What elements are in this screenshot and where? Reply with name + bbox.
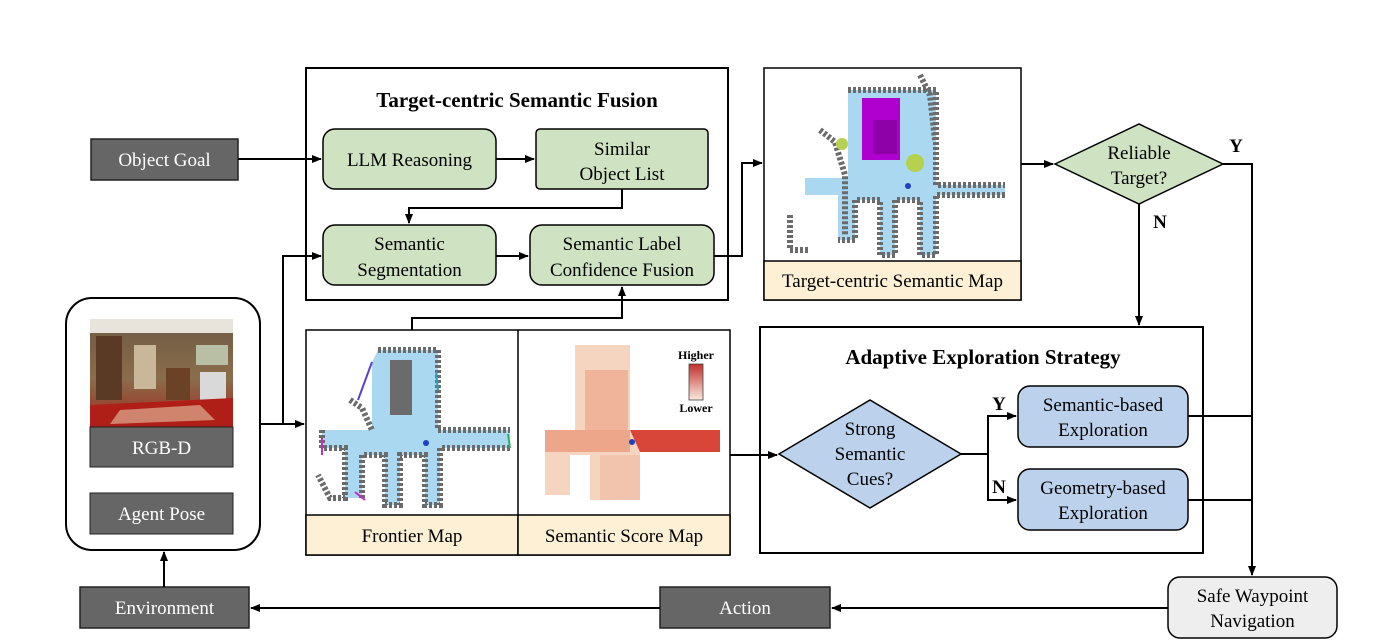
segmentation-label-2: Segmentation <box>357 260 462 281</box>
navigation-label-2: Navigation <box>1210 611 1295 632</box>
semantic-exploration-1: Semantic-based <box>1043 395 1164 416</box>
similar-label-2: Object List <box>580 164 666 185</box>
arrow-fusion-to-target-map <box>714 159 763 257</box>
agent-pose-label: Agent Pose <box>118 504 205 525</box>
confidence-label-1: Semantic Label <box>563 234 682 255</box>
confidence-label-2: Confidence Fusion <box>550 260 695 281</box>
geometry-exploration-2: Exploration <box>1058 503 1148 524</box>
target-map-image <box>787 73 1005 258</box>
arrow-decision-yes <box>1223 163 1256 576</box>
frontier-map-caption: Frontier Map <box>362 526 463 547</box>
semantic-exploration-2: Exploration <box>1058 420 1148 441</box>
environment-box: Environment <box>79 586 250 629</box>
geometry-exploration-box: Geometry-based Exploration <box>1017 468 1189 531</box>
strong-cues-decision: Strong Semantic Cues? <box>777 399 963 509</box>
sensor-panel: RGB-D Agent Pose <box>65 297 261 551</box>
similar-label-1: Similar <box>594 139 651 160</box>
geometry-exploration-1: Geometry-based <box>1040 478 1166 499</box>
reliable-yes-label: Y <box>1229 136 1243 157</box>
llm-reasoning-box: LLM Reasoning <box>322 128 497 190</box>
legend-higher: Higher <box>678 348 715 362</box>
legend-lower: Lower <box>679 401 713 415</box>
score-legend-bar <box>688 363 704 401</box>
connectors <box>160 155 1256 612</box>
reliable-no-label: N <box>1153 212 1167 233</box>
semantic-exploration-box: Semantic-based Exploration <box>1017 385 1189 448</box>
fusion-title: Target-centric Semantic Fusion <box>376 88 658 112</box>
target-centric-map-panel: Target-centric Semantic Map <box>763 67 1022 301</box>
strong-label-3: Cues? <box>847 469 893 490</box>
arrow-cues-no <box>987 454 1017 504</box>
reliable-target-decision: Reliable Target? <box>1053 123 1225 205</box>
score-map-caption: Semantic Score Map <box>545 526 703 547</box>
strong-label-1: Strong <box>845 419 896 440</box>
safe-waypoint-navigation-box: Safe Waypoint Navigation <box>1167 576 1338 639</box>
object-goal-box: Object Goal <box>90 138 239 181</box>
target-map-caption: Target-centric Semantic Map <box>782 271 1003 292</box>
similar-object-list-box: Similar Object List <box>535 128 709 190</box>
navigation-label-1: Safe Waypoint <box>1197 586 1309 607</box>
cues-no-label: N <box>992 477 1006 498</box>
segmentation-label-1: Semantic <box>374 234 445 255</box>
semantic-segmentation-box: Semantic Segmentation <box>322 224 497 286</box>
arrow-maps-to-confidence <box>411 286 626 330</box>
rgbd-label: RGB-D <box>132 438 191 459</box>
action-box: Action <box>659 586 831 629</box>
arrow-cues-yes <box>961 412 1017 455</box>
exploration-panel: Adaptive Exploration Strategy Strong Sem… <box>759 326 1204 554</box>
maps-panel: Higher Lower Frontier Map Semantic Score… <box>305 329 731 556</box>
reliable-label-2: Target? <box>1111 168 1167 189</box>
score-map-image: Higher Lower <box>545 345 720 500</box>
reliable-label-1: Reliable <box>1107 143 1170 164</box>
confidence-fusion-box: Semantic Label Confidence Fusion <box>529 224 715 286</box>
cues-yes-label: Y <box>992 394 1006 415</box>
llm-reasoning-label: LLM Reasoning <box>347 150 473 171</box>
exploration-title: Adaptive Exploration Strategy <box>845 345 1121 369</box>
strong-label-2: Semantic <box>835 444 906 465</box>
rgb-image <box>90 319 233 427</box>
action-label: Action <box>719 598 771 619</box>
environment-label: Environment <box>115 598 215 619</box>
object-goal-label: Object Goal <box>118 150 210 171</box>
frontier-map-image <box>315 347 511 508</box>
semantic-fusion-panel: Target-centric Semantic Fusion LLM Reaso… <box>305 67 729 301</box>
arrow-similar-to-segmentation <box>405 189 623 224</box>
